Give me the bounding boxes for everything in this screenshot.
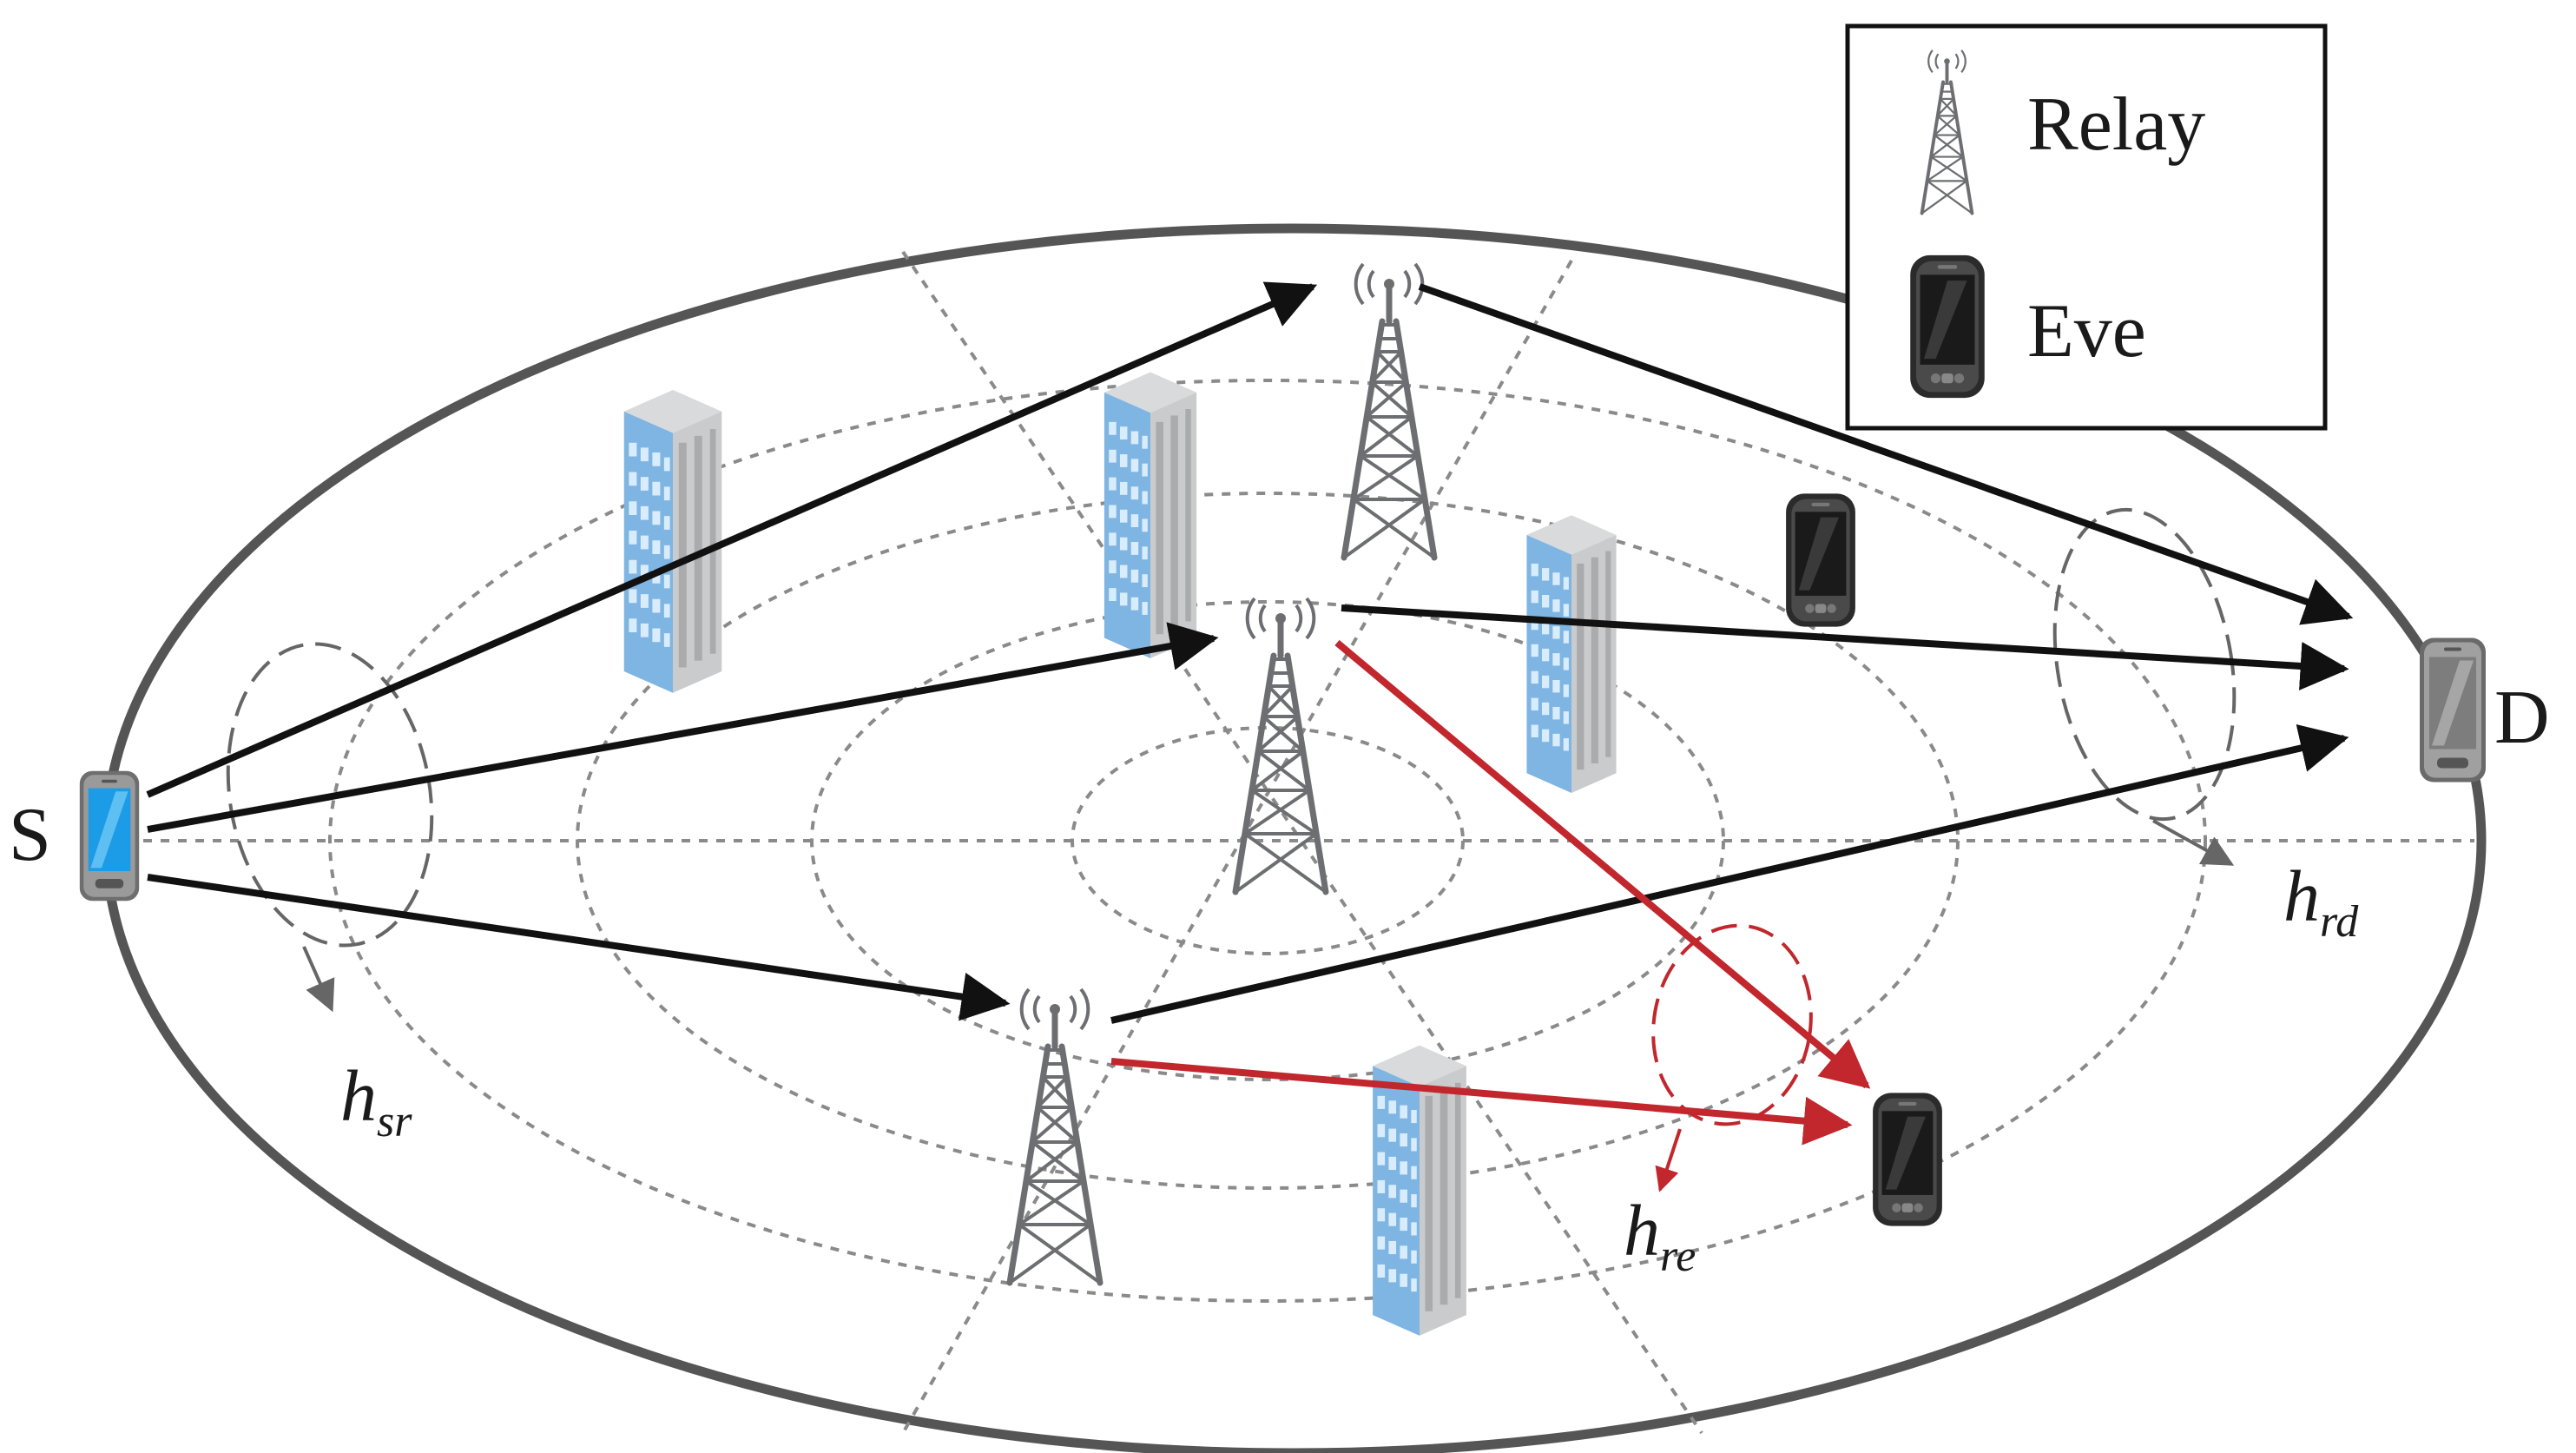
channel-indicators	[226, 507, 2237, 1126]
channel-subscript: re	[1660, 1232, 1696, 1281]
building-icon	[1104, 372, 1197, 658]
channel-symbol: h	[2283, 856, 2320, 937]
source-phone-icon	[79, 770, 140, 902]
channel-label-hre: hre	[1624, 1191, 1696, 1281]
destination-phone-icon	[2420, 637, 2486, 783]
channel-subscript: sr	[377, 1097, 412, 1146]
relay-tower-icon	[1010, 989, 1100, 1283]
channel-label-hrd: hrd	[2283, 856, 2359, 947]
channel-symbol: h	[1624, 1191, 1660, 1271]
eavesdropper-phone-icon	[1873, 1093, 1942, 1226]
channel-pointer-arrows	[302, 819, 2235, 1192]
destination-label: D	[2494, 676, 2550, 760]
legend: Relay Eve	[1845, 23, 2328, 431]
eavesdropper-phone-icon	[1910, 254, 1985, 399]
legend-relay-label: Relay	[2027, 83, 2205, 167]
relay-tower-icon	[1344, 264, 1434, 558]
channel-symbol: h	[340, 1056, 377, 1137]
channel-label-hsr: hsr	[340, 1056, 412, 1146]
building-icon	[623, 390, 722, 693]
building-icon	[1526, 515, 1617, 793]
eavesdropping-links	[1110, 639, 1871, 1146]
legend-eve-label: Eve	[2027, 289, 2146, 373]
channel-subscript: rd	[2320, 897, 2359, 947]
eavesdropper-phone-icon	[1786, 493, 1855, 627]
relay-tower-icon	[1235, 598, 1326, 892]
legitimate-links	[146, 281, 2354, 1024]
source-label: S	[9, 793, 51, 877]
